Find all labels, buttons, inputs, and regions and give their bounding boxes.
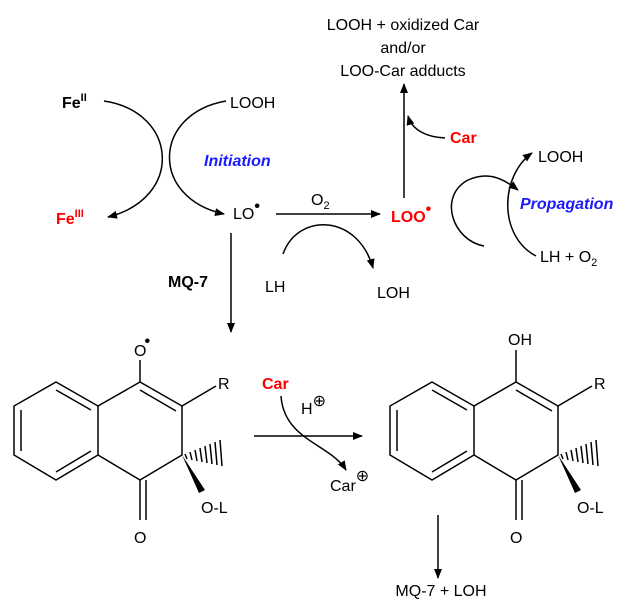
fe-ii-label: FeII: [62, 92, 87, 112]
mq7-label: MQ-7: [168, 274, 208, 291]
right-r-label: R: [594, 376, 606, 393]
left-r-label: R: [218, 376, 230, 393]
car-propagation-label: Car: [450, 130, 477, 147]
lh-label: LH: [265, 279, 285, 296]
left-oxygen-radical-label: O•: [134, 333, 150, 360]
loh-label: LOH: [377, 285, 410, 302]
left-keto-oxygen-label: O: [134, 530, 146, 547]
products-line-3: LOO-Car adducts: [340, 63, 465, 80]
left-naphthoquinone-radical: [13, 360, 223, 520]
looh-propagation-label: LOOH: [538, 149, 583, 166]
car-to-car-radical-arrow: [280, 395, 347, 471]
final-products-label: MQ-7 + LOH: [395, 583, 486, 600]
looh-initiation-label: LOOH: [230, 95, 275, 112]
right-ol-label: O-L: [577, 500, 604, 517]
lh-o2-label: LH + O2: [540, 249, 597, 269]
right-oh-label: OH: [508, 332, 532, 349]
car-to-products-arrow: [406, 115, 446, 139]
fe-oxidation-arrow: [103, 100, 163, 219]
fe-iii-label: FeIII: [56, 208, 84, 228]
lo-radical-label: LO•: [233, 198, 260, 223]
products-line-2: and/or: [380, 40, 426, 57]
right-hydroquinone: [389, 350, 599, 520]
looh-propagation-arrow: [507, 152, 537, 257]
h-plus-label: H⊕: [301, 393, 326, 418]
car-bottom-label: Car: [262, 376, 289, 393]
products-line-1: LOOH + oxidized Car: [327, 17, 480, 34]
propagation-label: Propagation: [520, 196, 614, 213]
car-radical-cation-label: Car⊕: [330, 468, 369, 495]
loo-propagation-arrow: [450, 175, 519, 247]
left-ol-label: O-L: [201, 500, 228, 517]
loo-radical-label: LOO•: [391, 201, 432, 226]
lh-to-loh-arrow: [282, 224, 375, 269]
looh-to-lo-arrow: [168, 100, 227, 216]
right-keto-oxygen-label: O: [510, 530, 522, 547]
oxygen-label: O2: [311, 192, 330, 212]
initiation-label: Initiation: [204, 153, 271, 170]
